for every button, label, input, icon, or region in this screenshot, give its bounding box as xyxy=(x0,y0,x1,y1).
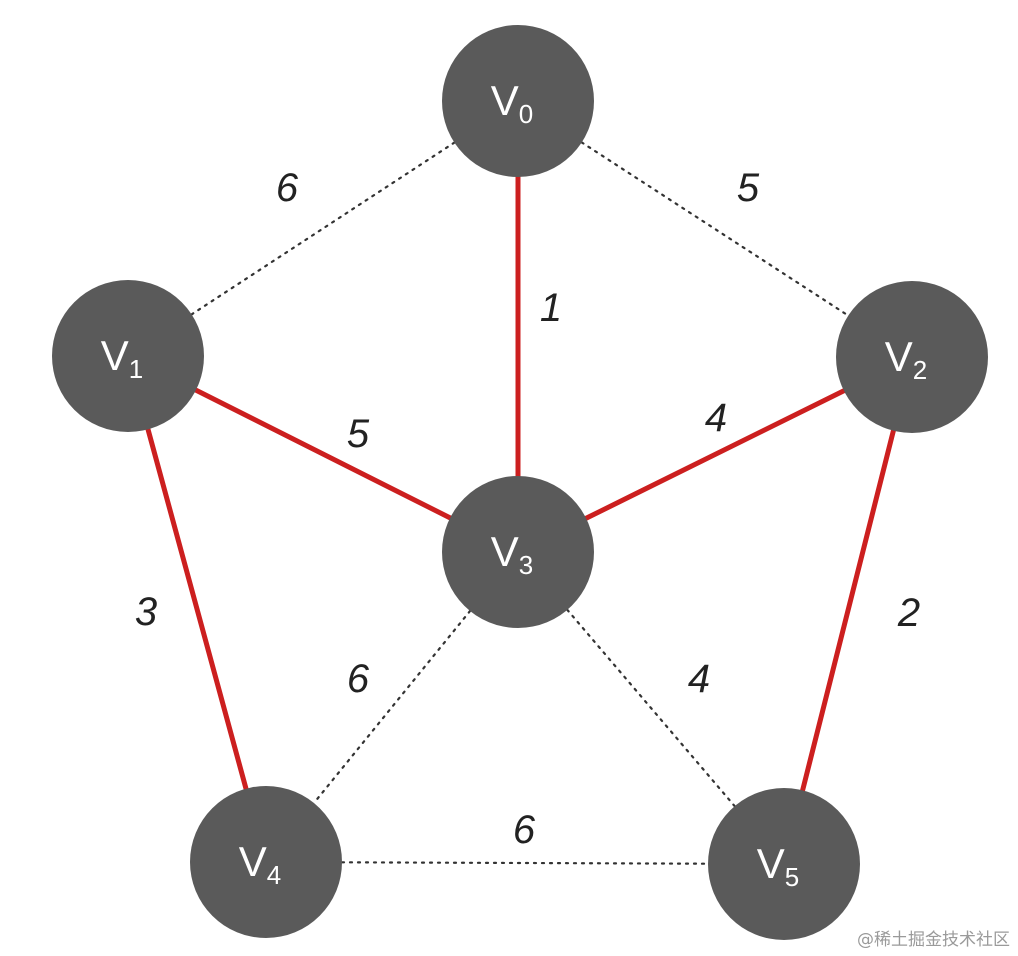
edge-v4-v5 xyxy=(340,861,710,865)
edge-weight-v0-v2: 5 xyxy=(737,166,760,210)
edge-v1-v3 xyxy=(193,387,453,521)
node-v5: V5 xyxy=(708,788,860,940)
weights-layer: 6 5 1 5 4 3 2 6 4 6 xyxy=(135,166,920,852)
node-circle-v4 xyxy=(190,786,342,938)
node-label-v0: V0 xyxy=(491,77,533,129)
node-label-v2: V2 xyxy=(885,333,927,385)
edge-v0-v1 xyxy=(190,141,456,316)
edge-weight-v3-v5: 4 xyxy=(688,657,710,701)
node-circle-v2 xyxy=(836,281,988,433)
node-letter: V xyxy=(757,840,785,887)
node-letter: V xyxy=(885,333,913,380)
edge-weight-v4-v5: 6 xyxy=(513,808,536,852)
edge-v3-v5 xyxy=(566,608,736,808)
edge-weight-v2-v5: 2 xyxy=(897,591,920,635)
node-subscript: 5 xyxy=(785,862,799,892)
node-label-v4: V4 xyxy=(239,838,281,890)
node-circle-v5 xyxy=(708,788,860,940)
node-label-v3: V3 xyxy=(491,528,533,580)
watermark: @稀土掘金技术社区 xyxy=(857,930,1010,950)
node-label-v1: V1 xyxy=(101,332,143,384)
node-circle-v0 xyxy=(442,25,594,177)
edge-weight-v0-v1: 6 xyxy=(276,166,299,210)
node-letter: V xyxy=(491,77,519,124)
node-subscript: 1 xyxy=(129,354,143,384)
edge-v2-v3 xyxy=(583,388,847,521)
node-subscript: 2 xyxy=(913,355,927,385)
node-subscript: 0 xyxy=(519,99,533,129)
edge-weight-v0-v3: 1 xyxy=(540,286,562,330)
edge-v0-v2 xyxy=(580,141,850,317)
edge-weight-v1-v4: 3 xyxy=(135,590,157,634)
node-v2: V2 xyxy=(836,281,988,433)
node-v1: V1 xyxy=(52,280,204,432)
edge-v3-v4 xyxy=(312,609,472,805)
edge-weight-v2-v3: 4 xyxy=(705,396,727,440)
node-v3: V3 xyxy=(442,476,594,628)
edge-weight-v1-v3: 5 xyxy=(347,412,370,456)
edges-layer xyxy=(145,141,896,865)
node-v4: V4 xyxy=(190,786,342,938)
node-circle-v3 xyxy=(442,476,594,628)
node-letter: V xyxy=(491,528,519,575)
edge-v1-v4 xyxy=(145,426,249,792)
node-letter: V xyxy=(239,838,267,885)
edge-weight-v3-v4: 6 xyxy=(347,657,370,701)
node-label-v5: V5 xyxy=(757,840,799,892)
node-subscript: 3 xyxy=(519,550,533,580)
node-subscript: 4 xyxy=(267,860,281,890)
node-circle-v1 xyxy=(52,280,204,432)
node-v0: V0 xyxy=(442,25,594,177)
node-letter: V xyxy=(101,332,129,379)
edge-v2-v5 xyxy=(800,428,896,793)
